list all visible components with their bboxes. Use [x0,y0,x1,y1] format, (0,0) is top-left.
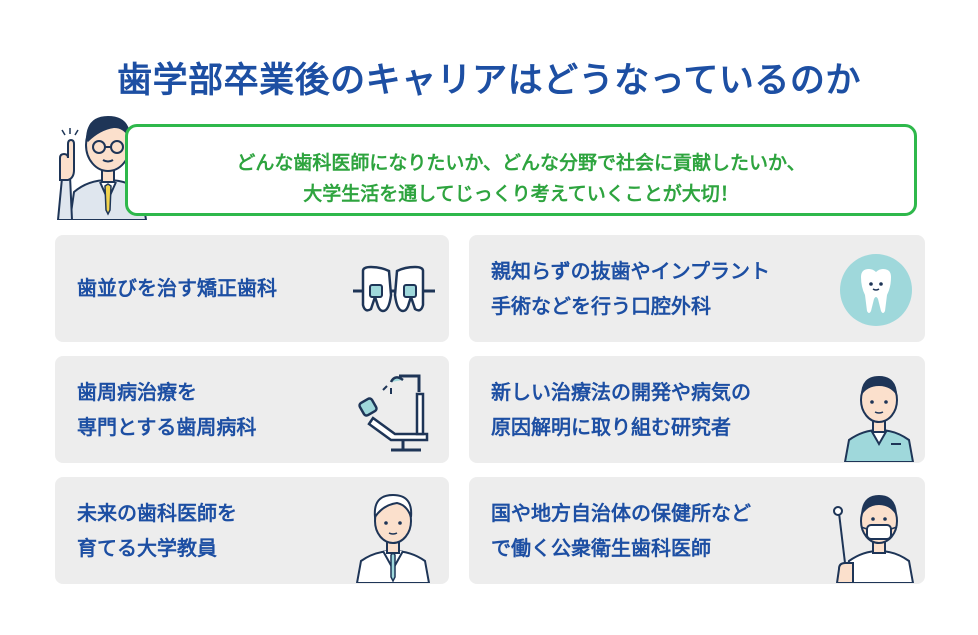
card-text-line-2: 育てる大学教員 [77,536,217,560]
card-text-line-1: 親知らずの抜歯やインプラント [491,259,770,283]
career-card-researcher: 新しい治療法の開発や病気の 原因解明に取り組む研究者 [469,356,925,463]
callout-line-1: どんな歯科医師になりたいか、どんな分野で社会に貢献したいか、 [236,152,806,174]
card-text-line-2: 原因解明に取り組む研究者 [491,415,731,439]
tooth-icon [840,254,912,326]
callout-line-2: 大学生活を通してじっくり考えていくことが大切！ [303,183,739,205]
card-text-line-1: 未来の歯科医師を [77,501,237,525]
card-text-line-2: で働く公衆衛生歯科医師 [491,536,711,560]
masked-dentist-icon [833,495,915,583]
dental-chair-icon [358,374,429,452]
professor-icon [355,493,431,583]
card-text-line-1: 歯周病治療を [77,380,197,404]
braces-icon [353,265,435,313]
page-title: 歯学部卒業後のキャリアはどうなっているのか [117,61,861,101]
career-card-public-health-dentist: 国や地方自治体の保健所など で働く公衆衛生歯科医師 [469,477,925,584]
career-card-oral-surgery: 親知らずの抜歯やインプラント 手術などを行う口腔外科 [469,235,925,342]
career-card-orthodontics: 歯並びを治す矯正歯科 [55,235,449,342]
card-text: 歯並びを治す矯正歯科 [77,276,277,300]
card-text-line-1: 新しい治療法の開発や病気の [491,380,751,404]
advice-callout: どんな歯科医師になりたいか、どんな分野で社会に貢献したいか、 大学生活を通してじ… [125,124,917,216]
career-card-periodontics: 歯周病治療を 専門とする歯周病科 [55,356,449,463]
card-text-line-2: 専門とする歯周病科 [77,415,257,439]
card-text-line-2: 手術などを行う口腔外科 [491,294,711,318]
card-text-line-1: 国や地方自治体の保健所など [491,501,751,525]
career-card-university-faculty: 未来の歯科医師を 育てる大学教員 [55,477,449,584]
researcher-icon [843,376,915,462]
